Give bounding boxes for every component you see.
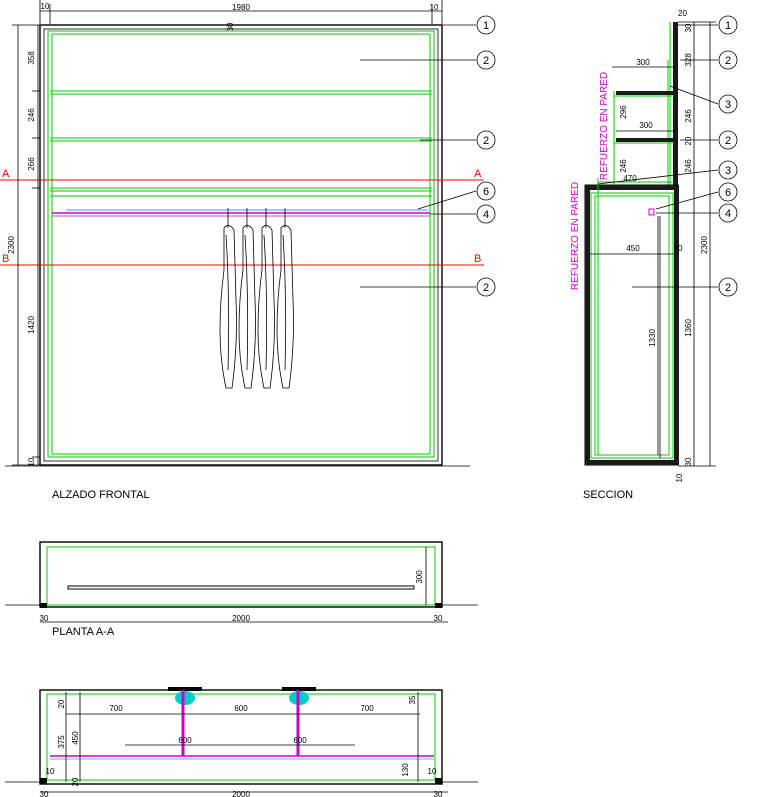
elev-tag-1: 1 <box>483 20 489 32</box>
sec-hang-height: 1330 <box>648 329 657 347</box>
elevation-title: ALZADO FRONTAL <box>52 489 150 501</box>
sec-right-dim-6: 1360 <box>684 319 693 337</box>
elev-tag-2b: 2 <box>483 135 489 147</box>
plan-b-bottom-right: 30 <box>434 790 443 797</box>
plan-b-left-dim-4: 10 <box>46 767 55 776</box>
plan-b-span-2: 600 <box>234 704 248 713</box>
sec-side-gap: 20 <box>674 244 683 253</box>
side-section: REFUERZO EN PARED REFUERZO EN PARED 20 3… <box>570 9 738 501</box>
plan-a-dim-left: 30 <box>40 614 49 623</box>
section-b-right: B <box>474 253 481 265</box>
elev-left-dim-4: 1420 <box>27 316 36 334</box>
sec-tag-1: 1 <box>725 20 731 32</box>
sec-bottom-dim: 10 <box>675 473 684 482</box>
sec-tag-6: 6 <box>725 187 731 199</box>
elev-tag-2a: 2 <box>483 55 489 67</box>
bottom-panel <box>585 460 678 465</box>
sec-right-dim-3: 246 <box>684 109 693 123</box>
plan-a: 300 30 2000 30 PLANTA A-A <box>5 541 478 638</box>
sec-right-dim-4: 20 <box>684 136 693 145</box>
rail-section <box>648 208 655 216</box>
elev-left-dim-2: 246 <box>27 108 36 122</box>
sec-lower-depth: 450 <box>626 244 640 253</box>
sec-tag-3b: 3 <box>725 165 731 177</box>
plan-b-left-dim-2: 375 <box>57 735 66 749</box>
bracket-icon-right <box>282 687 316 756</box>
elev-tag-2c: 2 <box>483 282 489 294</box>
sec-right-dim-7: 30 <box>684 457 693 466</box>
plan-b-left-dim-5: 20 <box>71 777 80 786</box>
section-b-left: B <box>2 253 9 265</box>
plan-b-right-dim-2: 130 <box>401 763 410 777</box>
sec-tag-2a: 2 <box>725 55 731 67</box>
plan-b-right-dim-1: 35 <box>408 695 417 704</box>
plan-a-dim-right: 30 <box>434 614 443 623</box>
plan-b: 700 600 700 600 600 20 375 450 10 20 35 … <box>5 687 478 797</box>
sec-shelf-height-2: 246 <box>619 159 628 173</box>
plan-a-dim-width: 2000 <box>232 614 250 623</box>
wall-label-upper: REFUERZO EN PARED <box>599 72 610 180</box>
sec-tag-2c: 2 <box>725 282 731 294</box>
elev-tag-6: 6 <box>483 186 489 198</box>
elev-dim-right: 10 <box>430 3 439 12</box>
sec-total-height: 2300 <box>700 236 709 254</box>
plan-a-title: PLANTA A-A <box>52 626 115 638</box>
plan-b-right-dim-3: 10 <box>428 767 437 776</box>
sec-tag-3a: 3 <box>725 99 731 111</box>
back-panel <box>673 22 678 187</box>
sec-shelf-height-1: 296 <box>619 105 628 119</box>
upper-shelf <box>616 91 674 95</box>
elev-left-dim-3: 266 <box>27 157 36 171</box>
elev-dim-left: 10 <box>41 2 50 11</box>
plan-a-depth: 300 <box>415 570 424 584</box>
front-elevation: 10 1980 10 30 A A B B <box>0 0 496 501</box>
sec-tag-2b: 2 <box>725 135 731 147</box>
section-title: SECCION <box>583 489 633 501</box>
plan-a-rail <box>67 585 415 590</box>
plan-b-bottom-left: 30 <box>40 790 49 797</box>
elev-dim-inner-top: 30 <box>226 22 235 31</box>
plan-b-bottom-width: 2000 <box>232 790 250 797</box>
sec-upper-depth: 300 <box>636 58 650 67</box>
sec-tag-4: 4 <box>725 208 731 220</box>
sec-right-dim-1: 30 <box>684 23 693 32</box>
section-a-right: A <box>474 168 482 180</box>
elev-dim-width: 1980 <box>232 3 250 12</box>
bracket-icon-left <box>168 687 202 756</box>
elev-total-height: 2300 <box>7 236 16 254</box>
plan-b-left-dim-3: 450 <box>71 731 80 745</box>
sec-lower-top-depth: 470 <box>623 174 637 183</box>
plan-b-left-dim-1: 20 <box>57 699 66 708</box>
elev-tag-4: 4 <box>483 209 489 221</box>
elev-left-dim-1: 358 <box>27 51 36 65</box>
garments-icon <box>219 208 294 389</box>
plan-b-bracket-2: 600 <box>293 736 307 745</box>
top-panel <box>585 185 678 190</box>
elev-left-dim-5: 10 <box>27 457 36 466</box>
sec-right-dim-5: 246 <box>684 159 693 173</box>
plan-b-span-1: 700 <box>109 704 123 713</box>
section-a-left: A <box>2 168 10 180</box>
plan-b-span-3: 700 <box>360 704 374 713</box>
sec-middle-depth: 300 <box>639 121 653 130</box>
sec-top-thickness: 20 <box>678 9 687 18</box>
plan-b-bracket-1: 600 <box>178 736 192 745</box>
middle-shelf <box>616 138 674 142</box>
front-edge <box>585 185 590 465</box>
wall-label-lower: REFUERZO EN PARED <box>570 182 581 290</box>
